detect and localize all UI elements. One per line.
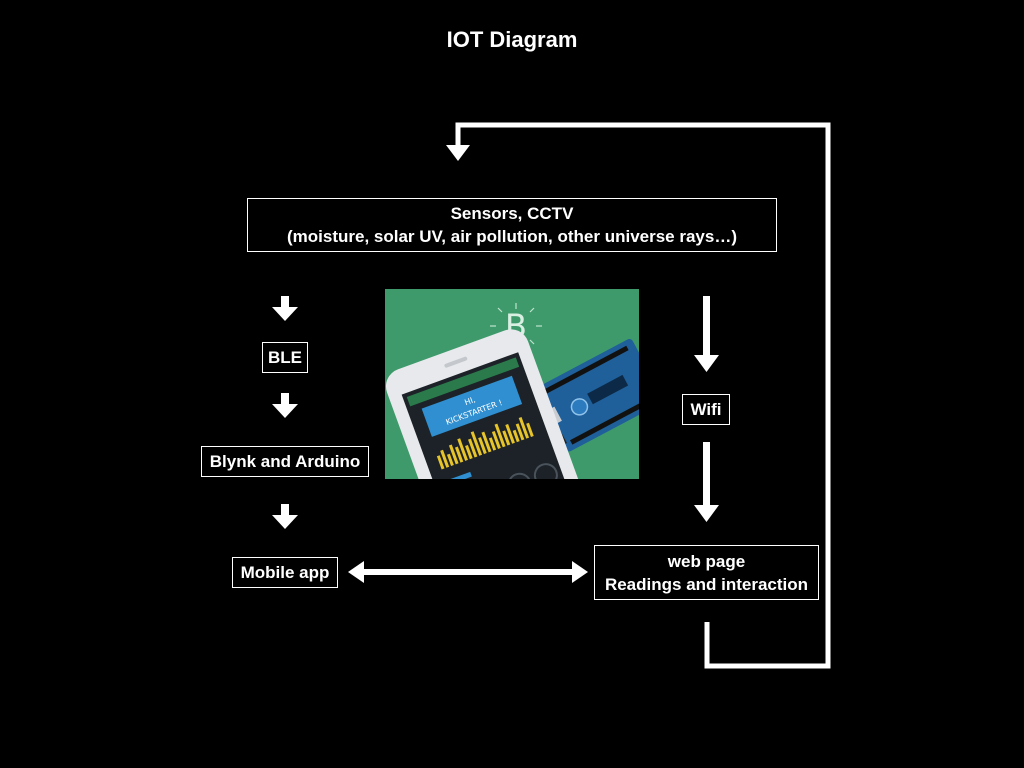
arrow-sensors-to-wifi <box>694 296 719 372</box>
sensors-subtitle: (moisture, solar UV, air pollution, othe… <box>287 227 737 246</box>
webpage-node: web page Readings and interaction <box>594 545 819 600</box>
arrow-sensors-to-ble <box>272 296 298 321</box>
arrow-wifi-to-webpage <box>694 442 719 522</box>
phone-banner-line1: HI, <box>463 395 476 407</box>
arrow-mobile-web-bidirectional <box>348 561 588 583</box>
webpage-subtitle: Readings and interaction <box>604 574 809 594</box>
smartphone: HI, KICKSTARTER ! <box>385 329 596 479</box>
blynk-arduino-photo: B HI, KICKSTARTER ! <box>385 289 639 479</box>
arrow-ble-to-blynk <box>272 393 298 418</box>
feedback-loop-arrowhead <box>446 145 470 161</box>
sensors-title: Sensors, CCTV <box>450 204 574 223</box>
mobile-app-node: Mobile app <box>232 557 338 588</box>
diagram-title: IOT Diagram <box>446 27 578 52</box>
feedback-loop-line <box>455 122 831 669</box>
ble-node: BLE <box>262 342 308 373</box>
arrow-blynk-to-mobile <box>272 504 298 529</box>
arduino-board <box>534 338 639 452</box>
webpage-title: web page <box>667 551 746 571</box>
phone-equalizer <box>436 416 534 470</box>
blynk-arduino-node: Blynk and Arduino <box>201 446 369 477</box>
wifi-node: Wifi <box>682 394 730 425</box>
sensors-node: Sensors, CCTV (moisture, solar UV, air p… <box>247 198 777 252</box>
